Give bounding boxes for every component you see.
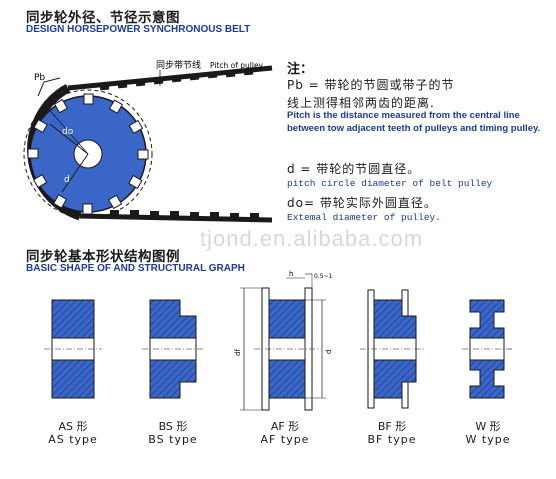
note-pb-cn-line1: Pb = 带轮的节圆或带子的节 — [287, 78, 455, 92]
shape-bs-label-en: BS type — [148, 433, 198, 446]
shape-af-label-cn: AF 形 — [270, 420, 300, 433]
diagram-title-cn: 同步轮外径、节径示意图 — [26, 10, 180, 26]
notes-heading: 注： — [287, 62, 314, 77]
shape-af-label: AF 形 AF type — [240, 420, 330, 446]
shape-w-label-en: W type — [465, 433, 511, 446]
shape-af-section: h 0.5~1 df d — [234, 270, 333, 411]
section-title-cn: 同步轮基本形状结构图例 — [26, 249, 180, 265]
watermark: tjond.en.alibaba.com — [200, 226, 424, 251]
note-pb-cn-line2: 线上测得相邻两齿的距离. — [287, 96, 435, 110]
d-label: d — [64, 175, 70, 185]
diagram-title-en: DESIGN HORSEPOWER SYNCHRONOUS BELT — [26, 24, 251, 35]
pulley-belt-illustration: Pb do d 同步带节线 Pitch of pulley — [23, 59, 273, 223]
dim-h-label: h — [289, 270, 293, 278]
note-pb-en: Pitch is the distance measured from the … — [287, 110, 541, 134]
do-label: do — [62, 127, 74, 137]
pb-bracket — [37, 77, 61, 97]
dim-offset-label: 0.5~1 — [314, 273, 333, 280]
shape-bs-label: BS 形 BS type — [128, 420, 218, 446]
pb-label: Pb — [34, 73, 45, 83]
shape-bf-label-en: BF type — [367, 433, 417, 446]
shape-bf-label: BF 形 BF type — [347, 420, 437, 446]
shape-bs-label-cn: BS 形 — [158, 420, 188, 433]
shape-as-section — [44, 299, 102, 399]
belt-top-run — [67, 65, 273, 91]
note-do-en: Extemal diameter of pulley. — [287, 212, 441, 223]
pitch-line-label-cn: 同步带节线 — [156, 59, 201, 71]
shape-as-label-cn: AS 形 — [58, 420, 88, 433]
shape-af-label-en: AF type — [260, 433, 310, 446]
shape-bf-section — [360, 289, 424, 409]
note-do-cn: do= 带轮实际外圆直径。 — [287, 196, 437, 210]
shape-w-section — [462, 299, 512, 399]
note-d-en: pitch circle diameter of belt pulley — [287, 178, 493, 189]
shape-bf-label-cn: BF 形 — [377, 420, 407, 433]
shape-as-label-en: AS type — [48, 433, 98, 446]
shape-w-label: W 形 W type — [443, 420, 533, 446]
section-title-en: BASIC SHAPE OF AND STRUCTURAL GRAPH — [26, 263, 245, 274]
shape-sections: h 0.5~1 df d — [44, 270, 512, 411]
dim-df-label: df — [234, 349, 242, 356]
pitch-line-label-en: Pitch of pulley — [210, 61, 264, 70]
dim-d-label: d — [325, 350, 333, 354]
note-d-cn: d = 带轮的节圆直径。 — [287, 162, 421, 176]
shape-as-label: AS 形 AS type — [28, 420, 118, 446]
shape-bs-section — [142, 299, 204, 399]
shape-w-label-cn: W 形 — [475, 420, 501, 433]
pulley-gear — [23, 89, 153, 219]
belt-bottom-run — [79, 210, 273, 223]
